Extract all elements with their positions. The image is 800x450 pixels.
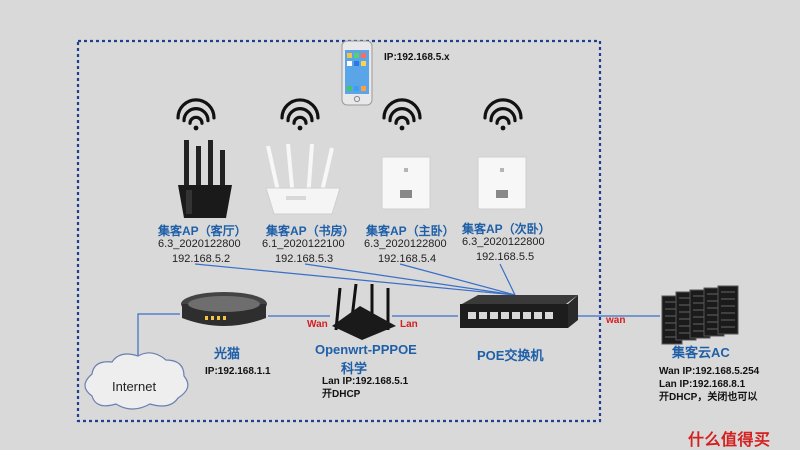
ap-second-version: 6.3_2020122800 (462, 236, 545, 248)
switch-port (479, 312, 487, 319)
switch-port (523, 312, 531, 319)
ap-study-router-icon (265, 143, 341, 215)
modem-label: 光猫 (214, 346, 241, 361)
server-rack-icon (717, 285, 739, 335)
link-ap3-switch (399, 263, 516, 296)
ap-study-version: 6.1_2020122100 (262, 238, 345, 250)
link-ap4-switch (499, 263, 516, 296)
switch-port (512, 312, 520, 319)
ap-master-name: 集客AP（主卧） (366, 224, 455, 238)
router-dhcp: 开DHCP (322, 389, 361, 400)
ac-dhcp: 开DHCP，关闭也可以 (659, 392, 758, 403)
ap-master-panel-icon (381, 156, 431, 210)
modem-ip-label: IP:192.168.1.1 (205, 366, 271, 377)
watermark: 什么值得买 (688, 432, 771, 449)
wifi-icon (280, 98, 320, 131)
phone-ip-label: IP:192.168.5.x (384, 52, 450, 63)
switch-port (468, 312, 476, 319)
ap-master-version: 6.3_2020122800 (364, 238, 447, 250)
ac-label: 集客云AC (672, 345, 730, 360)
lan-boundary-frame (76, 39, 602, 423)
ap-livingroom-version: 6.3_2020122800 (158, 238, 241, 250)
ap-livingroom-name: 集客AP（客厅） (158, 224, 247, 238)
ac-wan-tag: wan (606, 315, 626, 326)
ap-study-name: 集客AP（书房） (266, 224, 355, 238)
internet-cloud-icon (84, 352, 189, 410)
ap-second-ip: 192.168.5.5 (476, 251, 535, 263)
router-label-line1: Openwrt-PPPOE (315, 342, 417, 357)
openwrt-router-icon (332, 283, 396, 340)
internet-label: Internet (112, 379, 157, 394)
ac-lan-ip: Lan IP:192.168.8.1 (659, 379, 746, 390)
ap-study-ip: 192.168.5.3 (275, 253, 334, 265)
switch-port (534, 312, 542, 319)
wifi-icon (176, 98, 216, 131)
link-ap2-switch (304, 263, 516, 296)
link-ap1-switch (194, 263, 516, 296)
optical-modem-icon (181, 292, 267, 326)
switch-port (501, 312, 509, 319)
switch-port (545, 312, 553, 319)
router-lan-tag: Lan (400, 319, 418, 330)
connection-lines (137, 263, 660, 372)
phone-icon (341, 40, 373, 106)
router-lan-ip: Lan IP:192.168.5.1 (322, 376, 409, 387)
ap-second-name: 集客AP（次卧） (462, 222, 551, 236)
switch-port (490, 312, 498, 319)
ap-livingroom-ip: 192.168.5.2 (172, 253, 231, 265)
cloud-ac-servers-icon (661, 285, 739, 345)
ap-livingroom-router-icon (178, 140, 232, 218)
ap-second-panel-icon (477, 156, 527, 210)
link-modem-internet (137, 313, 180, 372)
switch-label: POE交换机 (477, 348, 544, 363)
wifi-icon (483, 98, 523, 131)
ap-master-ip: 192.168.5.4 (378, 253, 437, 265)
router-wan-tag: Wan (307, 319, 328, 330)
ac-wan-ip: Wan IP:192.168.5.254 (659, 366, 760, 377)
router-label-line2: 科学 (341, 361, 368, 376)
poe-switch-icon (460, 295, 578, 328)
wifi-icon (382, 98, 422, 131)
